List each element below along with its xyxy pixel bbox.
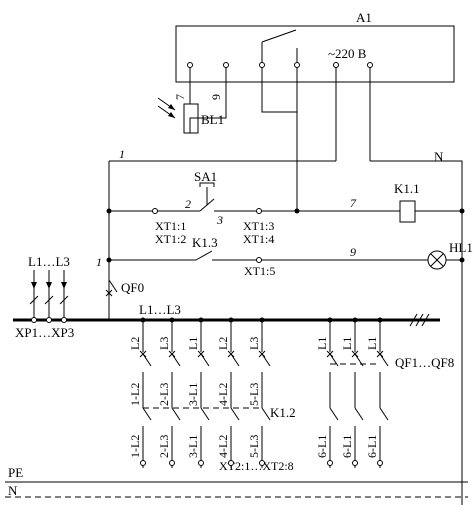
group_k12-top-label: L2 [128, 337, 142, 350]
input-label: L1…L3 [28, 254, 70, 269]
group_k12-feeder: L3 2-L3 2-L3 [157, 317, 181, 468]
circuit-row-coil: K1.1 7 XT1:1 XT1:2 XT1:3 XT1:4 [106, 181, 465, 246]
bottom-n-label: N [8, 483, 18, 498]
group_k12-feeder: L3 5-L3 5-L3 [247, 317, 271, 468]
bus-label: L1…L3 [139, 302, 181, 317]
group_qf-top-label: L1 [315, 337, 329, 350]
photo-sensor-bl1: 7 9 BL1 [157, 67, 227, 134]
wire-1-label: 1 [96, 255, 102, 269]
light-arrows-icon [157, 97, 176, 119]
block-a1-pins [187, 62, 373, 68]
sensor-pin-b: 9 [209, 94, 223, 100]
group_k12-bottom-label: 2-L3 [157, 435, 171, 458]
wire-9-label: 9 [350, 245, 356, 259]
switch-sa1-pin-out: 3 [216, 213, 223, 227]
k12-label: K1.2 [270, 405, 296, 420]
lamp-icon [427, 250, 447, 270]
breaker-qf-group: QF1…QF8 L1 6-L1 L1 6-L1 L1 6-L1 [315, 317, 454, 468]
group_qf-bottom-label: 6-L1 [340, 435, 354, 458]
group_qf-bottom-label: 6-L1 [365, 435, 379, 458]
wire-7-label: 7 [350, 196, 357, 210]
group_k12-bottom-label: 5-L3 [247, 435, 261, 458]
breaker-qf0-label: QF0 [121, 280, 144, 295]
phase-rail-label: 1 [119, 147, 125, 161]
qf-group-label: QF1…QF8 [395, 355, 454, 370]
group_qf-top-label: L1 [365, 337, 379, 350]
terminal-xt1-5: XT1:5 [244, 264, 275, 278]
group_k12-bottom-label: 3-L1 [186, 435, 200, 458]
neutral-rail-label: N [434, 149, 444, 164]
group_k12-bottom-label: 4-L2 [216, 435, 230, 458]
group_k12-feeder: L2 1-L2 1-L2 [128, 317, 152, 468]
main-bus: L1…L3 [13, 302, 440, 327]
switch-sa1: SA1 2 3 [185, 169, 223, 227]
terminal-xt1-1: XT1:1 [155, 219, 186, 233]
circuit-row-lamp: K1.3 HL1 9 1 XT1:5 [96, 235, 473, 278]
input-feeder: L1…L3 XP1…XP3 [15, 254, 74, 340]
group_k12-top-label: L3 [247, 337, 261, 350]
group_qf-feeder: L1 6-L1 [365, 317, 389, 468]
relay-contact-label: K1.3 [192, 235, 218, 250]
group_k12-top-label: L1 [186, 337, 200, 350]
photo-sensor-icon [183, 103, 199, 134]
sensor-label: BL1 [201, 112, 224, 127]
lamp-label: HL1 [449, 240, 473, 255]
block-a1-label: A1 [356, 10, 372, 25]
group_qf-feeder: L1 6-L1 [340, 317, 364, 468]
k12-terminal-label: XT2:1…XT2:8 [219, 459, 294, 473]
switch-sa1-pin-in: 2 [185, 197, 191, 211]
group_qf-top-label: L1 [340, 337, 354, 350]
sensor-pin-a: 7 [173, 94, 187, 100]
terminal-xt1-3: XT1:3 [243, 219, 274, 233]
group_qf-feeder: L1 6-L1 [315, 317, 339, 468]
terminal-xt1-4: XT1:4 [243, 232, 274, 246]
terminal-xt1-2: XT1:2 [155, 232, 186, 246]
group_k12-feeder: L2 4-L2 4-L2 [216, 317, 240, 468]
switch-sa1-label: SA1 [194, 169, 217, 184]
group_k12-mid-label: 1-L2 [128, 383, 142, 406]
group_k12-top-label: L2 [216, 337, 230, 350]
group_k12-feeder: L1 3-L1 3-L1 [186, 317, 210, 468]
relay-coil-label: K1.1 [394, 181, 420, 196]
group_k12-mid-label: 5-L3 [247, 383, 261, 406]
group_k12-mid-label: 2-L3 [157, 383, 171, 406]
group_k12-bottom-label: 1-L2 [128, 435, 142, 458]
contactor-k12-group: K1.2 XT2:1…XT2:8 L2 1-L2 1-L2 L3 2-L3 2-L3 L1 3… [128, 317, 296, 473]
supply-label: ~220 В [328, 46, 367, 61]
group_qf-bottom-label: 6-L1 [315, 435, 329, 458]
group_k12-mid-label: 3-L1 [186, 383, 200, 406]
group_k12-mid-label: 4-L2 [216, 383, 230, 406]
group_k12-top-label: L3 [157, 337, 171, 350]
breaker-qf0: QF0 [105, 279, 144, 297]
block-a1: A1 ~220 В [175, 10, 455, 113]
relay-coil-icon [399, 200, 416, 223]
ground-rails: PE N [5, 465, 468, 498]
input-terminals-label: XP1…XP3 [15, 325, 74, 340]
pe-label: PE [8, 465, 23, 480]
